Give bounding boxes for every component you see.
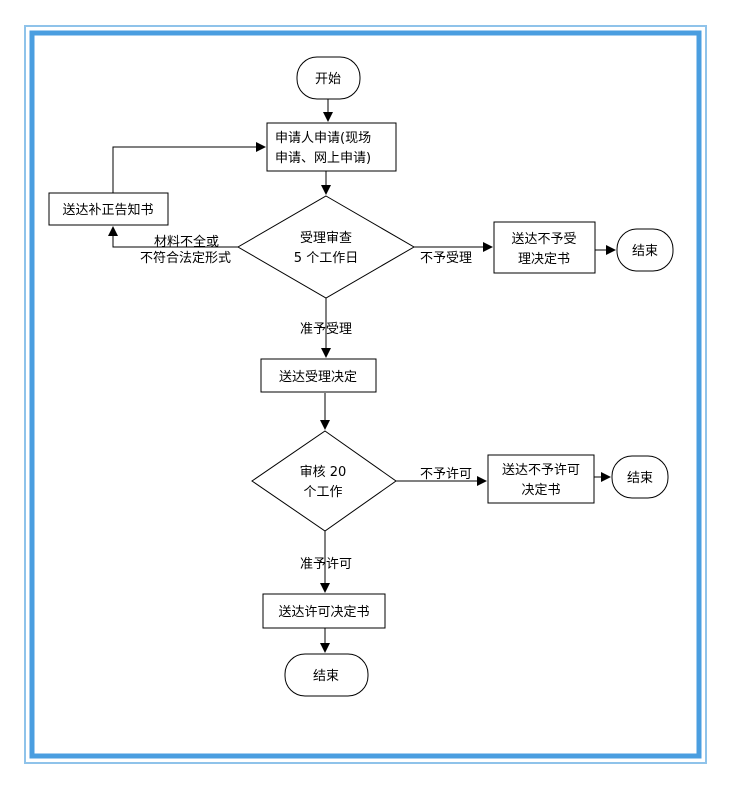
label-incomplete-line2: 不符合法定形式 (140, 250, 231, 266)
accept-doc-node (260, 358, 377, 393)
start-label: 开始 (315, 72, 341, 87)
permit-doc-label: 送达许可决定书 (278, 605, 369, 620)
review-permit-line1: 审核 20 (300, 465, 347, 480)
review-accept-decision (237, 195, 415, 299)
end-2-label: 结束 (627, 471, 653, 486)
reject-permit-doc-line1: 送达不予许可 (502, 463, 580, 478)
reject-permit-doc-node (487, 454, 595, 504)
supplement-node (48, 192, 169, 226)
end-node-3 (284, 653, 369, 697)
edge-supplement-to-apply (112, 142, 266, 193)
label-incomplete-line1: 材料不全或 (154, 234, 219, 250)
end-1-label: 结束 (632, 244, 658, 259)
reject-permit-doc-line2: 决定书 (521, 483, 560, 498)
edge-review-to-supplement (108, 226, 238, 248)
apply-label-line1: 申请人申请(现场 (275, 131, 371, 146)
inner-frame (29, 30, 702, 759)
label-not-accepted: 不予受理 (420, 251, 472, 266)
accept-doc-label: 送达受理决定 (279, 370, 357, 385)
end-node-1 (616, 228, 674, 272)
supplement-label: 送达补正告知书 (62, 202, 153, 218)
reject-accept-doc-line1: 送达不予受 (511, 232, 576, 247)
reject-accept-doc-node (493, 221, 596, 274)
apply-label-line2: 申请、网上申请) (275, 151, 371, 166)
outer-frame (24, 25, 707, 764)
review-accept-line2: 5 个工作日 (294, 251, 358, 266)
label-accepted: 准予受理 (300, 322, 352, 337)
reject-accept-doc-line2: 理决定书 (518, 252, 570, 267)
apply-node (266, 122, 397, 172)
label-permitted: 准予许可 (300, 557, 352, 572)
review-permit-line2: 个工作 (303, 485, 342, 500)
end-node-2 (611, 455, 669, 499)
review-accept-line1: 受理审查 (300, 231, 352, 246)
end-3-label: 结束 (313, 669, 339, 684)
permit-doc-node (262, 593, 386, 629)
review-permit-decision (251, 430, 397, 532)
label-not-permitted: 不予许可 (420, 467, 472, 482)
